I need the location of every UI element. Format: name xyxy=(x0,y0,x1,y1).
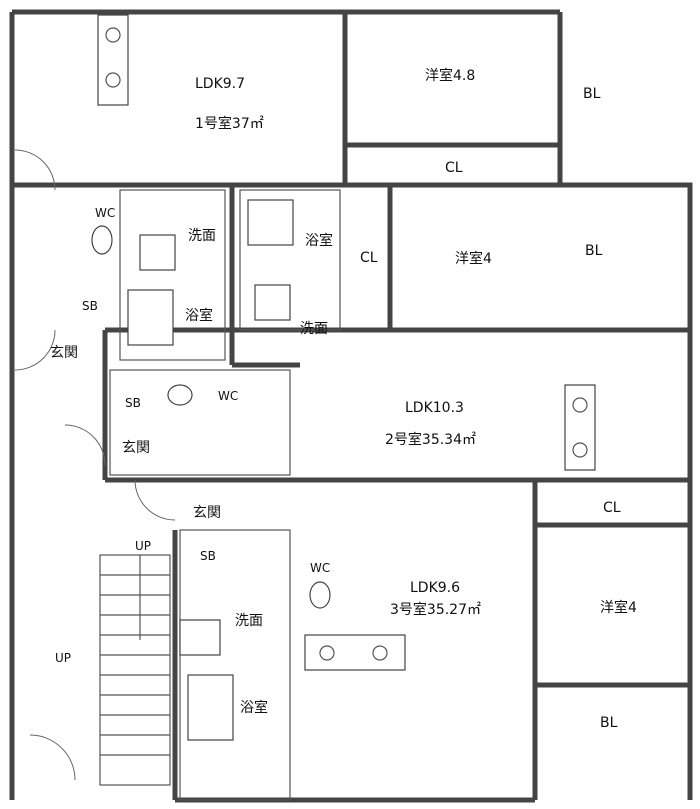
unit1-wc-label: WC xyxy=(95,206,115,220)
kitchen-counter-1 xyxy=(97,14,129,106)
unit3-wc-label: WC xyxy=(310,561,330,575)
unit2-wc-label: WC xyxy=(218,389,238,403)
unit1-bath-label: 浴室 xyxy=(185,307,213,324)
unit1-room1-label: 洋室4.8 xyxy=(425,67,475,84)
stairs-up-label-1: UP xyxy=(135,539,151,553)
unit3-washroom-label: 洗面 xyxy=(235,613,263,629)
staircase xyxy=(14,149,176,786)
unit1-sb-label: SB xyxy=(82,299,98,313)
unit1-room2-label: 洋室4 xyxy=(455,250,492,267)
bathtub-3 xyxy=(187,674,234,741)
washer-2 xyxy=(254,284,291,321)
toilet-1 xyxy=(91,225,113,255)
toilet-2 xyxy=(167,384,193,406)
unit1-ldk-label: LDK9.7 xyxy=(195,76,245,92)
walls xyxy=(9,9,693,803)
unit3-bath-label: 浴室 xyxy=(240,699,268,716)
bathtub-2 xyxy=(247,199,294,246)
unit1-cl2-label: CL xyxy=(360,250,378,266)
bathtub-1 xyxy=(127,289,174,346)
kitchen-counter-3 xyxy=(304,634,406,671)
unit2-sb-label: SB xyxy=(125,396,141,410)
fixtures xyxy=(91,14,596,741)
unit1-washroom-label: 洗面 xyxy=(188,228,216,244)
stairs-up-label-2: UP xyxy=(55,651,71,665)
unit3-ldk-label: LDK9.6 xyxy=(410,580,460,596)
washer-3 xyxy=(179,619,221,656)
kitchen-counter-2 xyxy=(564,384,596,471)
unit1-name-label: 1号室37㎡ xyxy=(195,115,264,132)
unit2-entrance-label: 玄関 xyxy=(122,439,150,456)
unit3-entrance-label: 玄関 xyxy=(193,504,221,521)
unit2-name-label: 2号室35.34㎡ xyxy=(385,431,476,448)
unit3-sb-label: SB xyxy=(200,549,216,563)
unit3-room-label: 洋室4 xyxy=(600,599,637,616)
unit3-cl-label: CL xyxy=(603,500,621,516)
unit3-bl-label: BL xyxy=(600,715,618,731)
unit1-cl1-label: CL xyxy=(445,160,463,176)
unit2-washroom-label: 洗面 xyxy=(300,321,328,337)
washer-1 xyxy=(139,234,176,271)
unit1-bl1-label: BL xyxy=(583,86,601,102)
unit1-entrance-label: 玄関 xyxy=(50,344,78,361)
unit2-bath-label: 浴室 xyxy=(305,232,333,249)
unit2-ldk-label: LDK10.3 xyxy=(405,400,464,416)
toilet-3 xyxy=(309,581,331,609)
unit1-bl2-label: BL xyxy=(585,243,603,259)
unit3-name-label: 3号室35.27㎡ xyxy=(390,601,481,618)
